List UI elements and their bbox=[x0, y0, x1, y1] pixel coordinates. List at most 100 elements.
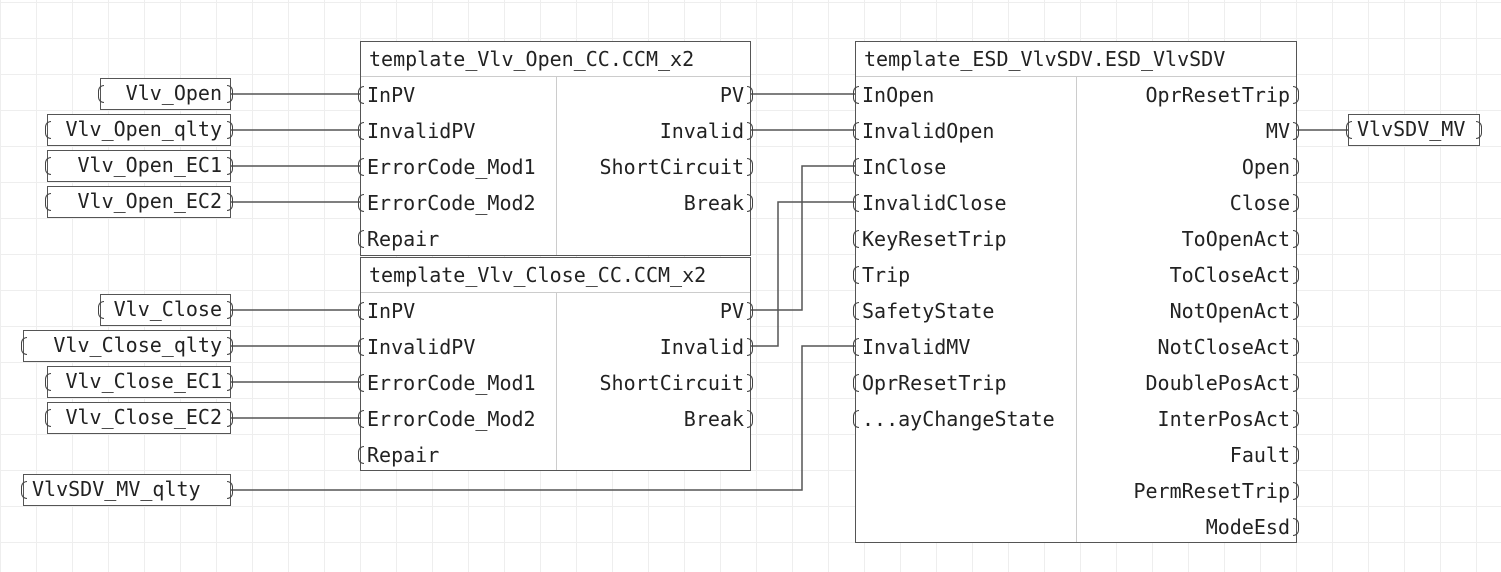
pin-label: ErrorCode_Mod2 bbox=[367, 191, 536, 215]
var-vlv-open[interactable]: Vlv_Open bbox=[98, 78, 233, 110]
connector-bracket bbox=[21, 337, 27, 355]
var-vlv-close-ec1[interactable]: Vlv_Close_EC1 bbox=[45, 366, 233, 398]
pin-in-keyresettrip[interactable]: KeyResetTrip bbox=[853, 224, 1007, 254]
pin-in-invalidpv[interactable]: InvalidPV bbox=[357, 116, 475, 146]
pin-in-inopen[interactable]: InOpen bbox=[852, 80, 935, 110]
var-vlv-close-ec2[interactable]: Vlv_Close_EC2 bbox=[45, 402, 233, 434]
pin-label: Repair bbox=[367, 443, 440, 467]
pin-label: ShortCircuit bbox=[599, 155, 745, 179]
pin-label: Trip bbox=[862, 263, 911, 287]
pin-out-mv[interactable]: MV bbox=[1265, 116, 1300, 146]
pin-in-errorcode-mod1[interactable]: ErrorCode_Mod1 bbox=[358, 152, 536, 182]
pin-label: InPV bbox=[367, 299, 416, 323]
var-vlvsdv-mv-qlty[interactable]: VlvSDV_MV_qlty bbox=[21, 474, 233, 506]
block-close-cc[interactable]: template_Vlv_Close_CC.CCM_x2 InPV Invali… bbox=[357, 257, 754, 471]
pin-label: InOpen bbox=[862, 83, 935, 107]
pin-label: InvalidMV bbox=[862, 335, 971, 359]
pin-out-shortcircuit[interactable]: ShortCircuit bbox=[599, 152, 753, 182]
pin-label: ErrorCode_Mod1 bbox=[367, 155, 536, 179]
pin-label: PV bbox=[719, 83, 744, 107]
var-vlvsdv-mv[interactable]: VlvSDV_MV bbox=[1346, 114, 1482, 146]
pin-label: ...ayChangeState bbox=[862, 407, 1055, 431]
pin-label: Close bbox=[1229, 191, 1290, 215]
pin-out-tocloseact[interactable]: ToCloseAct bbox=[1169, 260, 1300, 290]
pin-label: ToOpenAct bbox=[1181, 227, 1290, 251]
block-esd-vlvsdv[interactable]: template_ESD_VlvSDV.ESD_VlvSDV InOpen In… bbox=[852, 41, 1300, 543]
var-vlv-close-qlty[interactable]: Vlv_Close_qlty bbox=[21, 330, 233, 362]
pin-label: OprResetTrip bbox=[1145, 83, 1291, 107]
connector-bracket bbox=[21, 481, 27, 499]
pin-in-inpv[interactable]: InPV bbox=[357, 80, 416, 110]
pin-label: KeyResetTrip bbox=[862, 227, 1007, 251]
pin-out-permresettrip[interactable]: PermResetTrip bbox=[1133, 476, 1299, 506]
pin-label: ToCloseAct bbox=[1169, 263, 1290, 287]
pin-out-doubleposact[interactable]: DoublePosAct bbox=[1146, 368, 1299, 398]
block-open-cc[interactable]: template_Vlv_Open_CC.CCM_x2 InPV Invalid… bbox=[357, 41, 754, 256]
block-title: template_Vlv_Close_CC.CCM_x2 bbox=[361, 258, 750, 293]
pin-label: SafetyState bbox=[862, 299, 995, 323]
pin-label: InPV bbox=[367, 83, 416, 107]
pin-label: InvalidPV bbox=[367, 335, 476, 359]
pin-out-pv[interactable]: PV bbox=[719, 296, 754, 326]
pin-in-safetystate[interactable]: SafetyState bbox=[852, 296, 995, 326]
pin-label: NotCloseAct bbox=[1157, 335, 1290, 359]
pin-in-trip[interactable]: Trip bbox=[852, 260, 911, 290]
pin-in-invalidclose[interactable]: InvalidClose bbox=[853, 188, 1007, 218]
pin-in-inclose[interactable]: InClose bbox=[852, 152, 947, 182]
pin-out-toopenact[interactable]: ToOpenAct bbox=[1181, 224, 1300, 254]
pin-label: Fault bbox=[1229, 443, 1290, 467]
connector-bracket bbox=[45, 157, 51, 175]
pin-out-shortcircuit[interactable]: ShortCircuit bbox=[600, 368, 753, 398]
pin-out-notcloseact[interactable]: NotCloseAct bbox=[1157, 332, 1300, 362]
pin-in-invalidmv[interactable]: InvalidMV bbox=[852, 332, 971, 362]
pin-label: Break bbox=[683, 191, 744, 215]
pin-in-repair[interactable]: Repair bbox=[357, 440, 440, 470]
var-vlv-open-ec1[interactable]: Vlv_Open_EC1 bbox=[45, 150, 233, 182]
pin-label: PV bbox=[719, 299, 744, 323]
pin-out-notopenact[interactable]: NotOpenAct bbox=[1170, 296, 1300, 326]
wire-close-invalid bbox=[751, 201, 855, 347]
pin-out-modeesd[interactable]: ModeEsd bbox=[1205, 512, 1300, 542]
pin-out-pv[interactable]: PV bbox=[719, 80, 754, 110]
pin-label: Break bbox=[683, 407, 744, 431]
pin-out-oprresettrip[interactable]: OprResetTrip bbox=[1145, 80, 1299, 110]
pin-label: InClose bbox=[862, 155, 947, 179]
pin-in-oprresettrip[interactable]: OprResetTrip bbox=[853, 368, 1007, 398]
block-divider bbox=[556, 292, 557, 470]
pin-in-inpv[interactable]: InPV bbox=[357, 296, 416, 326]
pin-in-errorcode-mod1[interactable]: ErrorCode_Mod1 bbox=[358, 368, 536, 398]
connector-bracket bbox=[45, 409, 51, 427]
var-vlv-close[interactable]: Vlv_Close bbox=[98, 294, 233, 326]
block-title: template_ESD_VlvSDV.ESD_VlvSDV bbox=[856, 42, 1296, 77]
pin-in-repair[interactable]: Repair bbox=[357, 224, 440, 254]
var-vlv-open-ec2[interactable]: Vlv_Open_EC2 bbox=[45, 186, 233, 218]
pin-out-open[interactable]: Open bbox=[1242, 152, 1300, 182]
connector-bracket bbox=[45, 193, 51, 211]
pin-out-fault[interactable]: Fault bbox=[1229, 440, 1300, 470]
pin-out-break[interactable]: Break bbox=[683, 188, 754, 218]
pin-label: ModeEsd bbox=[1205, 515, 1290, 539]
wire-close-pv bbox=[751, 165, 855, 311]
pin-in-errorcode-mod2[interactable]: ErrorCode_Mod2 bbox=[358, 188, 536, 218]
var-label: Vlv_Close_EC2 bbox=[65, 405, 222, 429]
var-vlv-open-qlty[interactable]: Vlv_Open_qlty bbox=[45, 114, 233, 146]
var-label: Vlv_Open_EC2 bbox=[77, 189, 223, 213]
pin-in-invalidpv[interactable]: InvalidPV bbox=[357, 332, 476, 362]
pin-label: ErrorCode_Mod1 bbox=[367, 371, 536, 395]
pin-in-errorcode-mod2[interactable]: ErrorCode_Mod2 bbox=[358, 404, 536, 434]
pin-out-break[interactable]: Break bbox=[683, 404, 754, 434]
pin-out-interposact[interactable]: InterPosAct bbox=[1158, 404, 1300, 434]
pin-out-invalid[interactable]: Invalid bbox=[660, 332, 754, 362]
block-title: template_Vlv_Open_CC.CCM_x2 bbox=[361, 42, 750, 77]
var-label: Vlv_Close bbox=[113, 297, 222, 321]
pin-label: Repair bbox=[367, 227, 440, 251]
pin-label: MV bbox=[1265, 119, 1290, 143]
pin-in-delaychangestate[interactable]: ...ayChangeState bbox=[853, 404, 1055, 434]
pin-out-invalid[interactable]: Invalid bbox=[660, 116, 754, 146]
var-label: Vlv_Open bbox=[125, 81, 222, 105]
pin-out-close[interactable]: Close bbox=[1229, 188, 1300, 218]
block-divider bbox=[556, 76, 557, 255]
connector-bracket bbox=[98, 301, 104, 319]
pin-in-invalidopen[interactable]: InvalidOpen bbox=[852, 116, 994, 146]
var-label: Vlv_Close_EC1 bbox=[65, 369, 222, 393]
